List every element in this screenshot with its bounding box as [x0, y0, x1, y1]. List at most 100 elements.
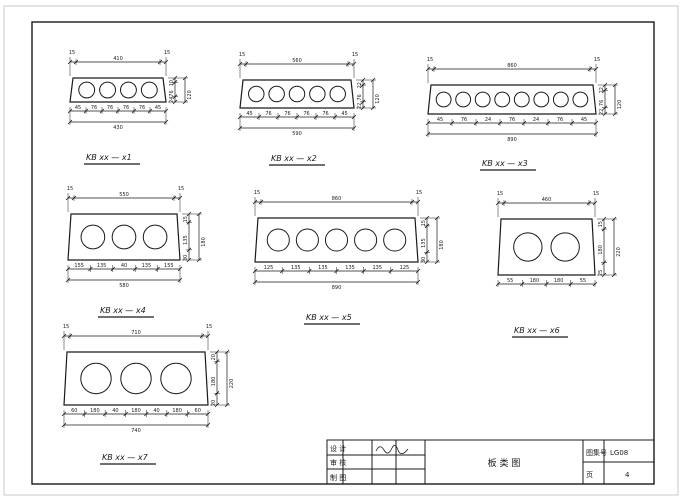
dimension-tick [237, 61, 243, 67]
dimension-tick [449, 120, 455, 126]
dimension-tick [88, 266, 93, 272]
dimension-tick [115, 108, 121, 114]
hollow-core [513, 232, 543, 262]
hollow-core [329, 85, 346, 103]
dimension-tick [205, 422, 211, 428]
dimension-tick [279, 268, 285, 274]
dimension-tick [177, 266, 183, 272]
slab-section [69, 77, 167, 103]
dimension-tick [61, 422, 67, 428]
dimension-tick [214, 359, 220, 364]
title-block-label: 审 核 [330, 458, 346, 467]
dimension-label: 15 [594, 57, 600, 63]
dimension-tick [351, 125, 357, 131]
dimension-tick [434, 259, 440, 265]
dimension-label: 45 [246, 111, 252, 117]
dimension-label: 410 [113, 56, 123, 62]
dimension-label: 860 [507, 63, 517, 69]
dimension-tick [155, 266, 160, 272]
dimension-tick [275, 114, 281, 120]
dimension-label: 135 [291, 265, 301, 271]
dimension-tick [82, 411, 87, 417]
dimension-tick [586, 200, 592, 206]
dimension-tick [110, 266, 116, 272]
page-number: 4 [625, 471, 630, 479]
dimension-tick [131, 108, 137, 114]
title-block [326, 439, 655, 485]
dimension-label: 125 [264, 265, 274, 271]
dimension-tick [164, 411, 170, 417]
dimension-label: 45 [75, 105, 81, 111]
dimension-label: 740 [131, 428, 141, 434]
dimension-label: 15 [67, 186, 73, 192]
dimension-label: 135 [372, 265, 382, 271]
hollow-core [324, 228, 349, 252]
dimension-label: 180 [439, 240, 445, 250]
slab-section [67, 213, 181, 261]
dimension-tick [593, 120, 599, 126]
dimension-tick [196, 211, 202, 217]
dimension-tick [545, 120, 551, 126]
dimension-tick [99, 108, 105, 114]
sheet-number: LG08 [610, 449, 628, 457]
dimension-tick [388, 268, 394, 274]
dimension-label: 560 [292, 58, 302, 64]
dimension-tick [602, 111, 608, 117]
dimension-tick [163, 108, 169, 114]
dimension-tick [177, 277, 183, 283]
drawing-title: 板 类 图 [488, 457, 521, 469]
dimension-label: 76 [123, 105, 129, 111]
hollow-core [354, 228, 378, 252]
dimension-label: 430 [113, 125, 123, 131]
dimension-tick [602, 105, 608, 110]
hollow-core [552, 91, 569, 108]
dimension-label: 135 [97, 263, 107, 269]
dimension-tick [163, 119, 169, 125]
hollow-core [140, 81, 158, 99]
dimension-label: 180 [90, 408, 100, 414]
dimension-label: 60 [195, 408, 201, 414]
title-block-label: 设 计 [330, 444, 346, 453]
dimension-tick [61, 411, 67, 417]
hollow-core [474, 91, 491, 108]
dimension-label: 40 [112, 408, 118, 414]
dimension-tick [205, 333, 211, 339]
dimension-tick [424, 215, 430, 221]
dimension-tick [172, 80, 178, 85]
dimension-tick [601, 260, 607, 265]
dimension-label: 580 [119, 283, 129, 289]
dimension-tick [313, 114, 319, 120]
dimension-tick [67, 59, 73, 65]
dimension-tick [332, 114, 338, 120]
dimension-label: 76 [91, 105, 97, 111]
dimension-tick [214, 391, 220, 396]
dimension-tick [172, 99, 178, 105]
dimension-label: 155 [164, 263, 174, 269]
dimension-tick [157, 59, 163, 65]
dimension-label: 15 [183, 216, 189, 222]
dimension-tick [611, 216, 617, 222]
dimension-label: 40 [121, 263, 127, 269]
slab-section [497, 218, 596, 276]
hollow-core [142, 224, 168, 250]
dimension-tick [294, 114, 300, 120]
dimension-label: 25 [598, 270, 604, 276]
dimension-label: 15 [63, 324, 69, 330]
hollow-core [550, 232, 580, 262]
slab-caption: KB xx — x2 [271, 154, 317, 163]
dimension-label: 120 [187, 90, 193, 100]
dimension-label: 76 [139, 105, 145, 111]
hollow-core [309, 85, 326, 103]
dimension-label: 10 [169, 80, 175, 86]
dimension-tick [67, 333, 73, 339]
dimension-tick [612, 82, 618, 88]
dimension-tick [65, 277, 71, 283]
dimension-label: 76 [599, 100, 605, 106]
dimension-label: 180 [172, 408, 182, 414]
dimension-label: 60 [71, 408, 77, 414]
dimension-label: 155 [74, 263, 84, 269]
dimension-label: 135 [318, 265, 328, 271]
dimension-label: 45 [341, 111, 347, 117]
dimension-tick [307, 268, 312, 274]
dimension-label: 24 [533, 117, 539, 123]
